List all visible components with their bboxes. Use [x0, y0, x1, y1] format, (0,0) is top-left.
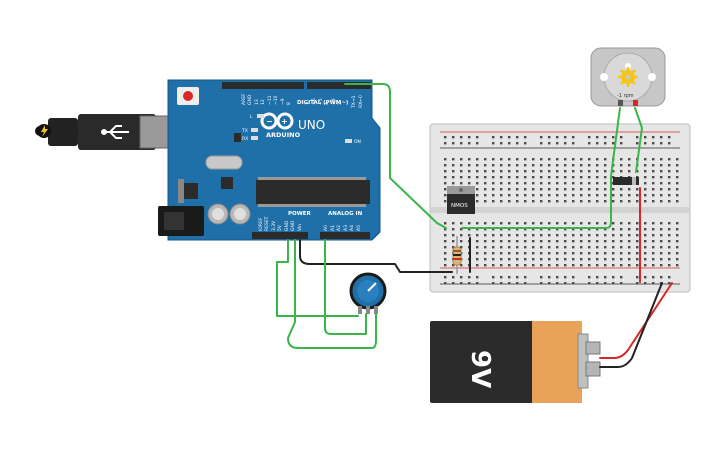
- voltage-regulator: [183, 183, 198, 199]
- wire-black-gnd[interactable]: [299, 239, 453, 273]
- svg-text:−: −: [266, 117, 273, 126]
- pin-label: Vin: [297, 224, 303, 231]
- center-channel: [430, 207, 690, 213]
- pin-label: 7: [305, 102, 311, 105]
- pin-label: A0: [323, 225, 329, 231]
- arduino-model: UNO: [298, 118, 325, 132]
- wire-red-battery[interactable]: [599, 282, 673, 359]
- usb-plug-icon: [101, 125, 129, 139]
- pin-label: RX←0: [358, 95, 364, 108]
- battery-terminal-negative[interactable]: [585, 341, 601, 355]
- nmos-label: NMOS: [451, 203, 468, 209]
- pin-label: ~5: [318, 98, 324, 105]
- wire-green-5v[interactable]: [276, 239, 359, 317]
- lightning-icon: [37, 124, 51, 138]
- led-l-label: L: [250, 114, 253, 120]
- led-l: [257, 114, 264, 118]
- diode[interactable]: [613, 177, 639, 185]
- led-on-label: ON: [354, 139, 361, 145]
- pin-label: GND: [290, 220, 296, 231]
- nmos-transistor[interactable]: NMOS: [447, 186, 475, 214]
- infinity-logo-icon: − +: [260, 112, 294, 130]
- pin-label: 8: [286, 102, 292, 105]
- analog-label: ANALOG IN: [328, 211, 363, 217]
- wires: [276, 83, 673, 368]
- arduino-uno-board[interactable]: AREF GND 13 12 ~11 ~10 ~9 8 7 ~6 ~5 4 ~3…: [158, 79, 381, 241]
- wire-black-battery[interactable]: [599, 282, 663, 368]
- pin-label: TX→1: [351, 95, 357, 109]
- led-tx-label: TX: [241, 128, 248, 134]
- arduino-brand: ARDUINO: [266, 131, 301, 139]
- pin-label: ~9: [280, 98, 286, 105]
- pin-label: ~6: [311, 98, 317, 105]
- header-digital-low: [307, 82, 371, 89]
- pin-label: RESET: [264, 216, 270, 231]
- resistor[interactable]: [452, 236, 462, 274]
- pin-label: GND: [284, 220, 290, 231]
- wire-green-a0[interactable]: [324, 239, 367, 335]
- pin-label: 3.3V: [271, 220, 277, 231]
- pin-label: 4: [324, 102, 330, 105]
- motor-rpm-label: -1 rpm: [617, 93, 634, 99]
- breadboard[interactable]: [429, 123, 691, 293]
- battery-9v[interactable]: 9V: [430, 321, 601, 403]
- battery-terminal-positive[interactable]: [585, 361, 601, 377]
- power-pin-labels: IOREF RESET 3.3V 5V GND GND Vin: [258, 216, 303, 231]
- svg-text:+: +: [281, 117, 288, 126]
- led-tx: [251, 128, 258, 132]
- pin-label: A3: [343, 225, 349, 231]
- battery-label: 9V: [465, 350, 495, 388]
- potentiometer[interactable]: [349, 272, 387, 314]
- power-label: POWER: [288, 211, 312, 217]
- wire-green-motor[interactable]: [634, 107, 643, 173]
- wire-green-gnd[interactable]: [287, 239, 377, 349]
- led-rx-label: RX: [242, 136, 248, 142]
- pin-label: 12: [260, 99, 266, 105]
- crystal: [205, 155, 243, 170]
- dc-motor[interactable]: -1 rpm: [590, 47, 666, 107]
- pin-label: 13: [254, 99, 260, 105]
- pin-label: ~3: [331, 98, 337, 105]
- gear-icon: [618, 67, 638, 87]
- pin-label: ~10: [273, 95, 279, 105]
- pin-label: 2: [337, 102, 343, 105]
- header-analog: [320, 232, 370, 239]
- atmega-chip: [256, 180, 370, 204]
- led-rx: [251, 136, 258, 140]
- led-on: [345, 139, 352, 143]
- header-digital-high: [222, 82, 304, 89]
- digital-pin-labels: AREF GND 13 12 ~11 ~10 ~9 8 7 ~6 ~5 4 ~3…: [241, 93, 364, 109]
- pin-label: A1: [330, 225, 336, 231]
- digital-label: DIGITAL (PWM~): [297, 100, 349, 106]
- pin-label: A5: [356, 225, 362, 231]
- wire-green-pin3[interactable]: [344, 83, 447, 229]
- pin-label: GND: [247, 94, 253, 105]
- pin-label: 5V: [277, 224, 283, 231]
- pin-label: AREF: [241, 93, 247, 105]
- pin-label: A4: [349, 225, 355, 231]
- pin-label: ~11: [267, 95, 273, 105]
- pin-label: IOREF: [258, 217, 264, 231]
- wire-green-drain[interactable]: [461, 107, 621, 229]
- header-power: [252, 232, 308, 239]
- pin-label: A2: [336, 225, 342, 231]
- analog-pin-labels: A0 A1 A2 A3 A4 A5: [323, 225, 362, 231]
